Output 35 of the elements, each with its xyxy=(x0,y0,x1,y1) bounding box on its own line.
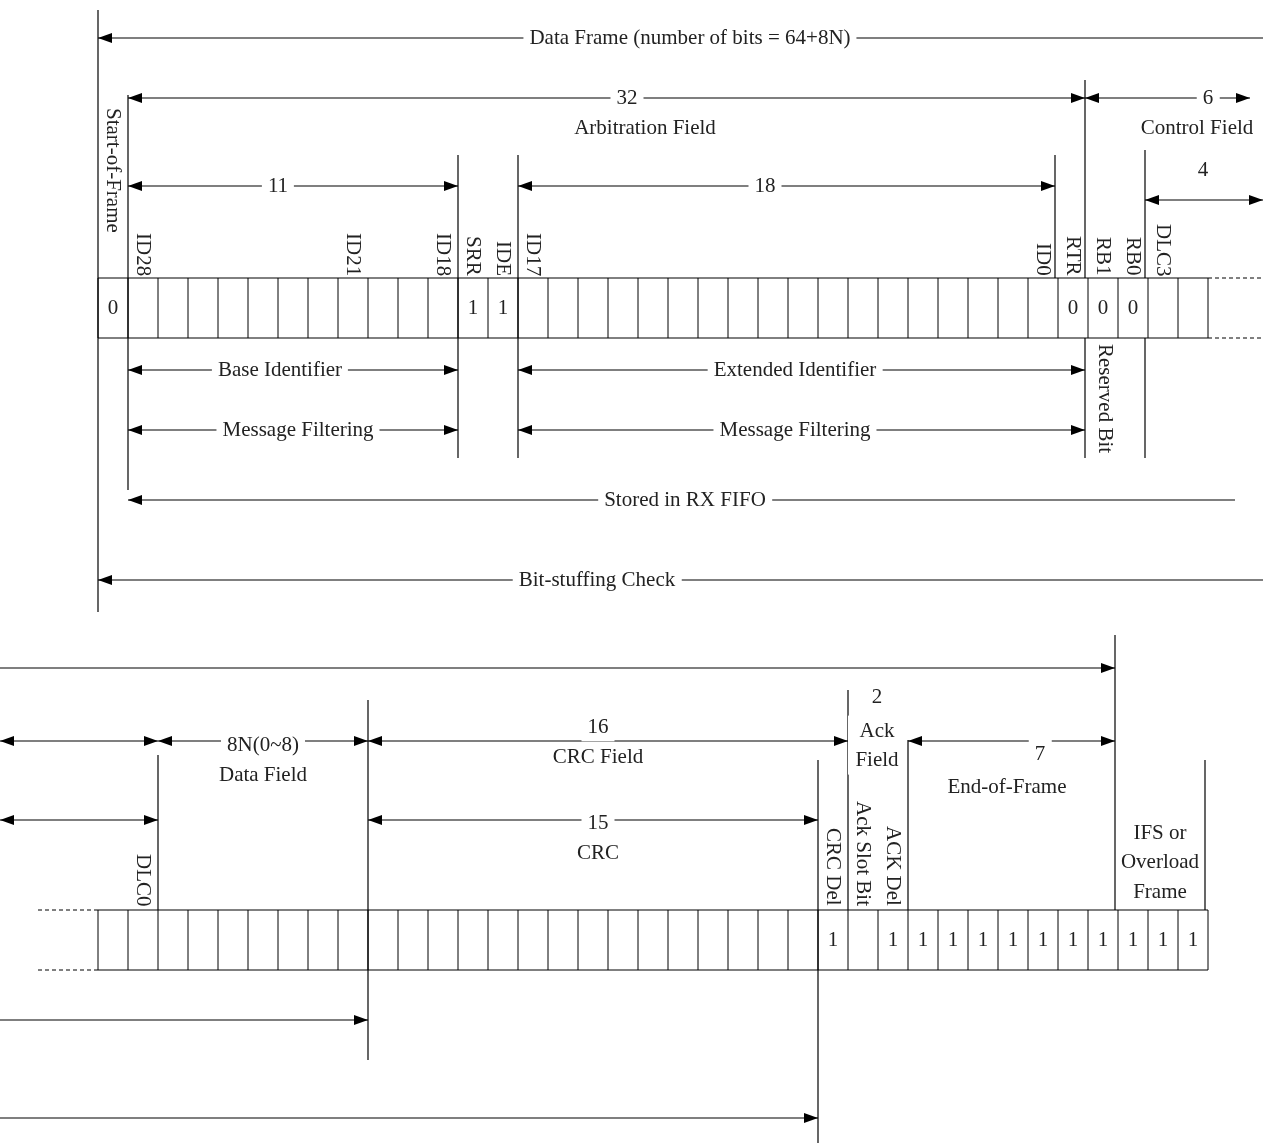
bit-value: 1 xyxy=(1127,926,1139,954)
bit-value: 1 xyxy=(1067,926,1079,954)
bit-value: 0 xyxy=(1127,294,1139,322)
bit-name: CRC Del xyxy=(820,828,846,906)
bit-name: ID0 xyxy=(1030,243,1056,276)
bit-value: 1 xyxy=(1187,926,1199,954)
bit-value: 1 xyxy=(1037,926,1049,954)
span-label: Reserved Bit xyxy=(1092,344,1118,454)
bit-name: ID28 xyxy=(130,232,156,276)
bit-value: 0 xyxy=(1097,294,1109,322)
bit-value: 0 xyxy=(1067,294,1079,322)
bit-value: 1 xyxy=(947,926,959,954)
field-name: Start-of-Frame xyxy=(100,108,126,233)
bit-name: ACK Del xyxy=(880,826,906,906)
bit-name: SRR xyxy=(460,236,486,276)
bit-value: 1 xyxy=(917,926,929,954)
bit-name: Ack Slot Bit xyxy=(850,801,876,906)
bit-value: 1 xyxy=(1097,926,1109,954)
bit-name: RB0 xyxy=(1120,237,1146,276)
bit-name: ID18 xyxy=(430,232,456,276)
bit-value: 1 xyxy=(1157,926,1169,954)
bit-value: 1 xyxy=(887,926,899,954)
bit-value: 1 xyxy=(1007,926,1019,954)
bit-name: DLC0 xyxy=(130,853,156,906)
bit-value: 1 xyxy=(497,294,509,322)
bit-name: ID17 xyxy=(520,232,546,276)
bit-name: RTR xyxy=(1060,236,1086,276)
bit-value: 1 xyxy=(827,926,839,954)
bit-name: IDE xyxy=(490,241,516,276)
bit-value: 0 xyxy=(107,294,119,322)
bit-name: RB1 xyxy=(1090,237,1116,276)
bit-name: DLC3 xyxy=(1150,223,1176,276)
bit-name: ID21 xyxy=(340,232,366,276)
bit-value: 1 xyxy=(977,926,989,954)
bit-value: 1 xyxy=(467,294,479,322)
